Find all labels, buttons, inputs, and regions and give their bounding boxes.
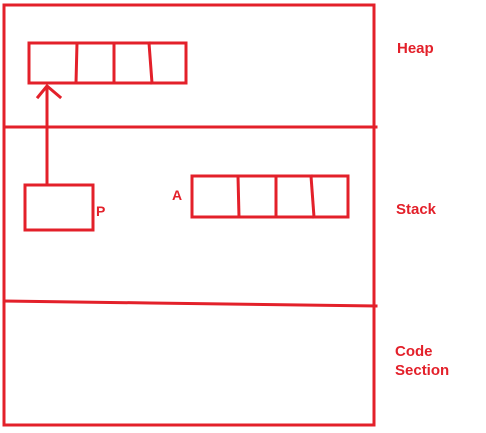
heap-label: Heap	[397, 40, 434, 57]
heap-array-cell-divider	[74, 41, 79, 85]
heap-array-outline	[27, 41, 188, 85]
array-label: A	[172, 187, 183, 203]
stack-array-block	[190, 174, 350, 219]
memory-outline	[2, 3, 376, 427]
stack-code-divider	[2, 299, 378, 308]
stack-array-outline	[190, 174, 350, 219]
code-section-label-line2: Section	[395, 362, 450, 379]
pointer-arrow-head	[35, 83, 63, 100]
pointer-box	[23, 183, 95, 232]
heap-array-cell-divider	[147, 41, 154, 85]
pointer-label: P	[96, 203, 106, 219]
stack-array-cell-divider	[236, 174, 241, 219]
heap-array-block	[27, 41, 188, 85]
stack-label: Stack	[396, 201, 437, 218]
code-section-label-line1: Code	[395, 343, 433, 360]
stack-array-cell-divider	[309, 174, 316, 219]
